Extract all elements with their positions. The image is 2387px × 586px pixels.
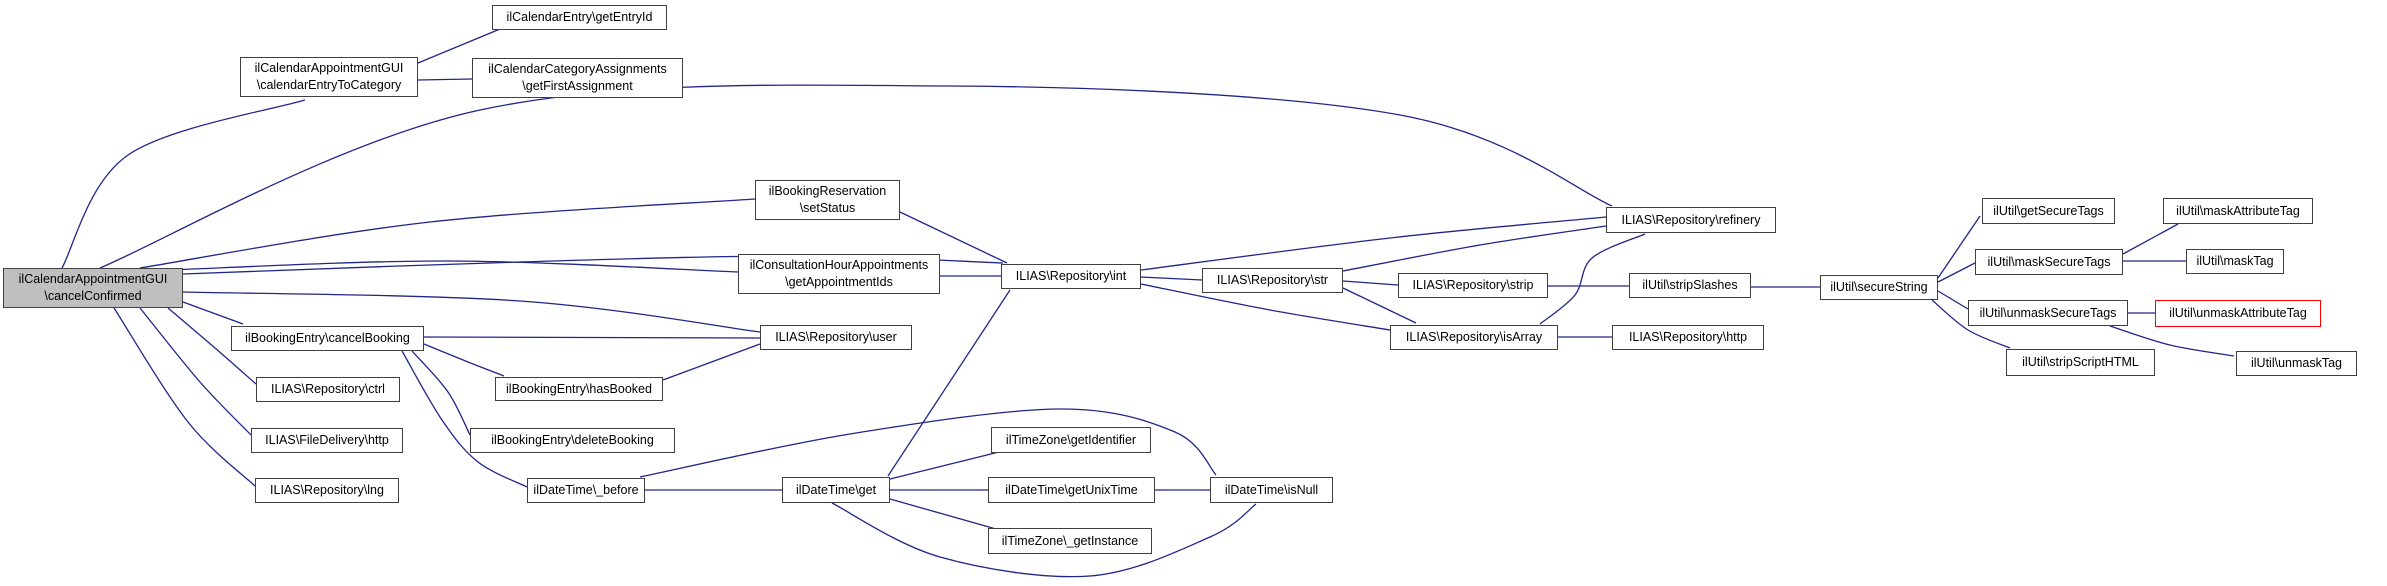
graph-edge-cancelbooking-to-user [423, 336, 761, 339]
graph-node-getinstance[interactable]: ilTimeZone\_getInstance [988, 528, 1152, 554]
graph-node-getunixtime[interactable]: ilDateTime\getUnixTime [988, 477, 1155, 503]
graph-edge-main-to-fdhttp [139, 307, 252, 436]
graph-edge-securestring-to-getsecuretags [1937, 215, 1981, 279]
graph-node-cetc[interactable]: ilCalendarAppointmentGUI \calendarEntryT… [240, 57, 418, 97]
graph-node-lng[interactable]: ILIAS\Repository\lng [255, 478, 399, 503]
graph-edge-main-to-refinery [99, 84, 1613, 269]
graph-node-int[interactable]: ILIAS\Repository\int [1001, 264, 1141, 289]
graph-node-chga[interactable]: ilConsultationHourAppointments \getAppoi… [738, 254, 940, 294]
graph-node-gfa[interactable]: ilCalendarCategoryAssignments \getFirstA… [472, 58, 683, 98]
graph-edge-securestring-to-masksecuretags [1937, 262, 1976, 283]
graph-edge-cetc-to-gfa [417, 78, 473, 81]
graph-node-maskattributetag[interactable]: ilUtil\maskAttributeTag [2163, 198, 2313, 224]
graph-edge-hasbooked-to-user [662, 343, 761, 381]
graph-edge-get-to-getinstance [889, 498, 997, 530]
graph-edge-int-to-refinery [1140, 216, 1607, 271]
graph-edge-get-to-getidentifier [889, 451, 1000, 480]
graph-edge-securestring-to-unmasksecuretags [1937, 290, 1969, 310]
graph-edge-securestring-to-stripscripthtml [1931, 299, 2011, 349]
graph-edge-before-to-isnull [639, 408, 1217, 478]
graph-node-deletebooking[interactable]: ilBookingEntry\deleteBooking [470, 428, 675, 453]
graph-edge-cancelbooking-to-before [401, 350, 528, 488]
graph-node-unmaskattributetag[interactable]: ilUtil\unmaskAttributeTag [2155, 300, 2321, 327]
graph-node-fdhttp[interactable]: ILIAS\FileDelivery\http [251, 428, 403, 453]
graph-node-geid[interactable]: ilCalendarEntry\getEntryId [492, 5, 667, 30]
graph-node-stripscripthtml[interactable]: ilUtil\stripScriptHTML [2006, 349, 2155, 376]
graph-edge-main-to-lng [113, 307, 256, 487]
graph-node-hasbooked[interactable]: ilBookingEntry\hasBooked [495, 377, 663, 401]
graph-edge-int-to-isarray [1140, 283, 1391, 331]
graph-edge-cancelbooking-to-deletebooking [411, 350, 471, 436]
graph-edge-main-to-chga [167, 260, 739, 273]
graph-node-ctrl[interactable]: ILIAS\Repository\ctrl [256, 377, 400, 402]
graph-node-securestring[interactable]: ilUtil\secureString [1820, 275, 1938, 300]
graph-edge-int-to-str [1140, 276, 1203, 281]
graph-node-getidentifier[interactable]: ilTimeZone\getIdentifier [991, 427, 1151, 453]
graph-edge-main-to-cancelbooking [182, 301, 244, 325]
graph-node-getsecuretags[interactable]: ilUtil\getSecureTags [1982, 198, 2115, 224]
graph-edge-main-to-setstatus [139, 198, 756, 269]
graph-node-before[interactable]: ilDateTime\_before [527, 478, 645, 503]
graph-edge-masksecuretags-to-maskattributetag [2122, 223, 2179, 255]
graph-edge-get-to-isnull [831, 502, 1257, 578]
graph-edge-str-to-strip [1342, 280, 1399, 286]
graph-edge-str-to-isarray [1342, 287, 1417, 324]
graph-node-masktag[interactable]: ilUtil\maskTag [2186, 249, 2284, 274]
graph-node-user[interactable]: ILIAS\Repository\user [760, 325, 912, 350]
graph-node-stripslashes[interactable]: ilUtil\stripSlashes [1629, 273, 1751, 298]
graph-node-str[interactable]: ILIAS\Repository\str [1202, 268, 1343, 293]
graph-edge-str-to-refinery [1342, 225, 1607, 272]
graph-edge-cancelbooking-to-hasbooked [423, 343, 505, 377]
graph-edge-main-to-user [182, 291, 761, 333]
graph-node-refinery[interactable]: ILIAS\Repository\refinery [1606, 207, 1776, 233]
graph-node-cancelbooking[interactable]: ilBookingEntry\cancelBooking [231, 326, 424, 351]
graph-node-strip[interactable]: ILIAS\Repository\strip [1398, 273, 1548, 298]
graph-node-rhttp[interactable]: ILIAS\Repository\http [1612, 325, 1764, 350]
graph-edge-setstatus-to-int [899, 211, 1008, 264]
graph-node-unmasksecuretags[interactable]: ilUtil\unmaskSecureTags [1968, 300, 2128, 326]
graph-node-get[interactable]: ilDateTime\get [782, 477, 890, 503]
call-graph-edges [61, 28, 2235, 578]
graph-edge-main-to-cetc [61, 99, 306, 269]
graph-node-isnull[interactable]: ilDateTime\isNull [1210, 477, 1333, 503]
graph-node-isarray[interactable]: ILIAS\Repository\isArray [1390, 325, 1558, 350]
graph-edge-cetc-to-geid [417, 28, 501, 64]
graph-node-main[interactable]: ilCalendarAppointmentGUI \cancelConfirme… [3, 268, 183, 308]
graph-edge-unmasksecuretags-to-unmasktag [2109, 325, 2235, 357]
graph-node-unmasktag[interactable]: ilUtil\unmaskTag [2236, 351, 2357, 376]
graph-edge-isarray-to-refinery [1539, 233, 1646, 325]
graph-edge-main-to-ctrl [167, 307, 257, 385]
graph-edge-get-to-int [887, 289, 1011, 477]
graph-node-masksecuretags[interactable]: ilUtil\maskSecureTags [1975, 249, 2123, 275]
graph-node-setstatus[interactable]: ilBookingReservation \setStatus [755, 180, 900, 220]
